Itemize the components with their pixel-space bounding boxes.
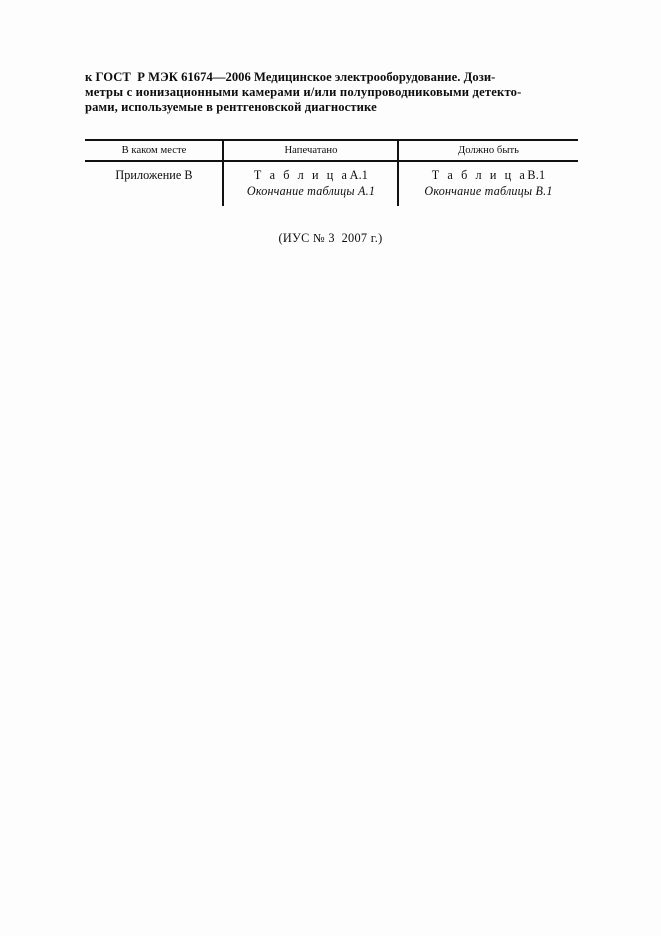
table-header-location: В каком месте [121,145,187,156]
column-divider-2 [397,139,399,206]
table-header-row: В каком месте Напечатано Должно быть [85,141,578,160]
should-be-table-word: Т а б л и ц а [431,168,528,182]
table-header-should-be: Должно быть [457,145,520,156]
cell-printed-line-2: Окончание таблицы А.1 [246,184,376,198]
table-header-printed: Напечатано [284,145,338,156]
cell-location-text: Приложение В [115,168,193,182]
should-be-line-2: Окончание таблицы В.1 [424,184,553,198]
header-line-3: рами, используемые в рентгеновской диагн… [85,100,377,115]
cell-should-be: Т а б л и ц аВ.1 Окончание таблицы В.1 [399,162,578,199]
should-be-table-ref: В.1 [527,168,546,182]
cell-printed: Т а б л и ц аА.1 Окончание таблицы А.1 [223,162,399,199]
amendment-table: В каком месте Напечатано Должно быть При… [85,139,578,206]
table-header-rule [85,160,578,162]
table-row: Приложение В Т а б л и ц аА.1 Окончание … [85,162,578,199]
column-divider-1 [222,139,224,206]
should-be-table-line-1: Т а б л и ц аВ.1 [432,167,546,183]
printed-table-word: Т а б л и ц а [253,168,350,182]
header-line-1: к ГОСТ Р МЭК 61674—2006 Медицинское элек… [85,70,496,84]
table-top-rule [85,139,578,141]
header-line-2: метры с ионизационными камерами и/или по… [85,85,522,100]
cell-location: Приложение В [85,162,223,183]
document-header: к ГОСТ Р МЭК 61674—2006 Медицинское элек… [85,70,579,116]
printed-table-ref: А.1 [349,168,369,182]
cell-printed-line-1: Т а б л и ц аА.1 [254,167,368,183]
issue-reference-note: (ИУС № 3 2007 г.) [278,231,383,245]
